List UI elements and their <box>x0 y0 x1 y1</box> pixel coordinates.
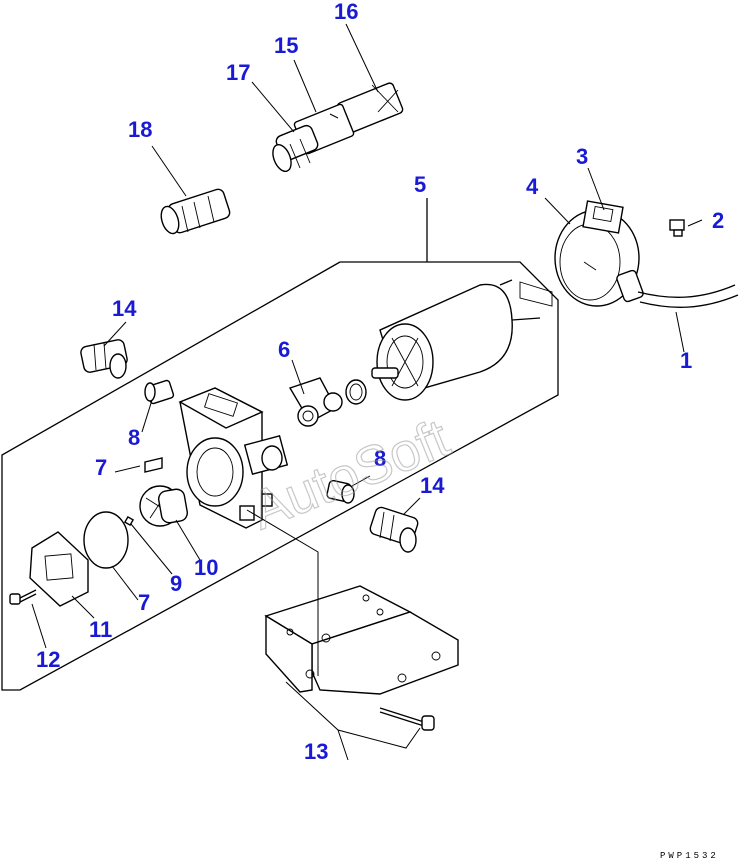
leader-lines <box>31 23 703 761</box>
plug-part-8-lower <box>326 479 355 504</box>
gasket-part-7-small <box>144 457 163 473</box>
callout-9: 9 <box>170 571 182 596</box>
callout-16: 16 <box>334 0 358 24</box>
motor-housing <box>371 279 553 401</box>
callout-5: 5 <box>414 172 426 197</box>
o-ring-part-7 <box>83 511 129 569</box>
pin-part-9 <box>123 515 135 527</box>
watermark-text: AutoSoft <box>243 408 458 541</box>
cover-plate-part-11 <box>29 531 89 607</box>
callout-10: 10 <box>194 555 218 580</box>
callout-6: 6 <box>278 337 290 362</box>
callout-14-lower: 14 <box>420 473 445 498</box>
bolt-part-12 <box>9 589 37 605</box>
impeller-part-10 <box>139 485 189 527</box>
callout-1: 1 <box>680 348 692 373</box>
plug-part-2 <box>669 219 685 237</box>
callout-13: 13 <box>304 739 328 764</box>
bracket-part-13 <box>264 585 459 695</box>
callout-18: 18 <box>128 117 152 142</box>
callout-14-upper: 14 <box>112 296 137 321</box>
gauge-part-1-4 <box>554 200 739 308</box>
mount-line <box>246 509 319 676</box>
callout-11: 11 <box>89 617 112 642</box>
bolt-part-13 <box>379 707 435 731</box>
callout-8-lower: 8 <box>374 446 386 471</box>
fitting-part-14-lower <box>369 506 419 553</box>
callout-3: 3 <box>576 144 588 169</box>
callout-17: 17 <box>226 60 250 85</box>
plug-part-8-upper <box>144 379 175 405</box>
drawing-code: PWP1532 <box>660 851 719 861</box>
pump-body <box>178 387 289 529</box>
callout-12: 12 <box>36 647 60 672</box>
fitting-part-18 <box>160 188 231 235</box>
plate-part-6 <box>288 377 367 427</box>
callout-8-upper: 8 <box>128 425 140 450</box>
fitting-part-14-upper <box>80 339 128 379</box>
callout-15: 15 <box>274 33 298 58</box>
callout-7-o-ring: 7 <box>138 590 150 615</box>
sensor-part-15-16-17 <box>272 82 404 173</box>
callout-2: 2 <box>712 208 724 233</box>
callout-4: 4 <box>526 174 539 199</box>
callout-7-small-gasket: 7 <box>95 455 107 480</box>
assembly-boundary <box>1 261 559 691</box>
